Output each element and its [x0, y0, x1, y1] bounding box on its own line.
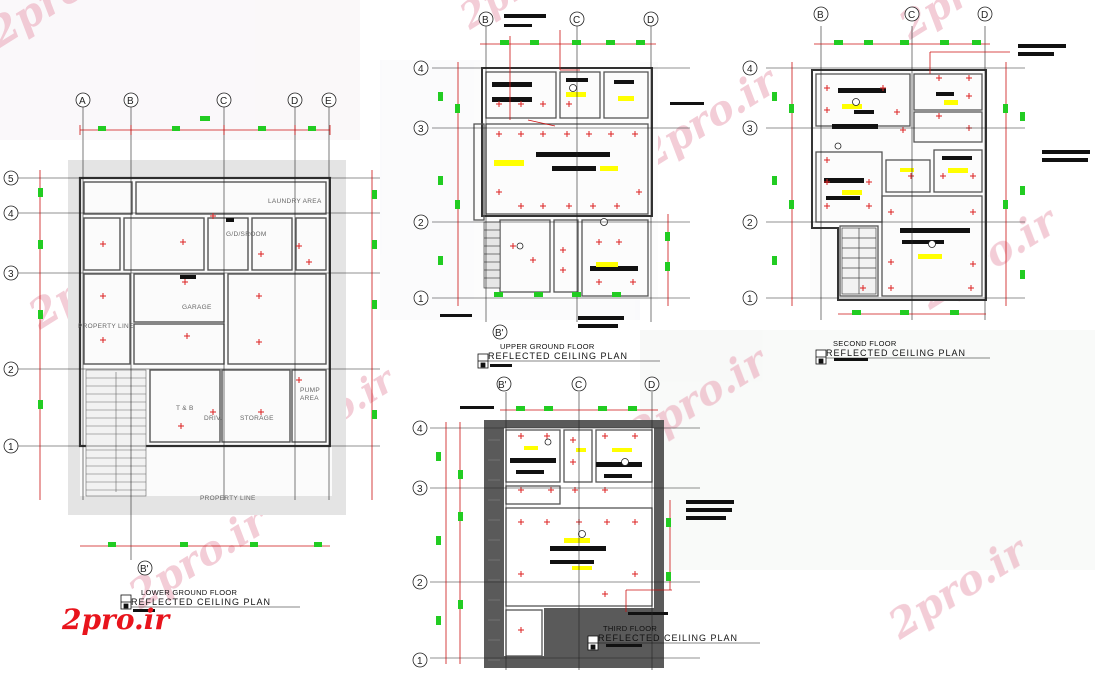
grid-bubble-row: 3 [747, 124, 753, 135]
site-logo-text: 2pro.ir [61, 603, 171, 636]
plan-title-symbol [587, 635, 599, 651]
grid-bubble-col: D [648, 380, 655, 391]
grid-bubble-col: D [981, 10, 988, 21]
grid-bubble-row: 4 [747, 64, 753, 75]
plan-title-name: REFLECTED CEILING PLAN [826, 348, 966, 358]
room-label-pump: PUMP [300, 387, 320, 394]
grid-bubble-col: E [325, 96, 332, 107]
grid-bubble-row: 2 [418, 218, 424, 229]
room-label-garage: GARAGE [182, 304, 212, 311]
grid-bubble-col: B' [495, 328, 504, 339]
grid-bubble-col: C [908, 10, 915, 21]
grid-bubble-row: 1 [418, 294, 424, 305]
grid-bubble-col: B' [498, 380, 507, 391]
grid-bubble-row: 1 [747, 294, 753, 305]
site-logo: 2pro.ir [61, 603, 171, 636]
room-label-driver: DRIV. [204, 415, 222, 422]
plan-title-floor: LOWER GROUND FLOOR [141, 588, 238, 597]
lower-ground-floor-plan: LAUNDRY AREA G/D/SROOM GARAGE STORAGE PU… [3, 92, 380, 612]
second-floor-plan: B C D 4 3 2 1 SECOND FLOOR REFLECTED CEI… [742, 6, 1090, 365]
grid-bubble-col: B' [140, 564, 149, 575]
grid-bubble-row: 4 [418, 64, 424, 75]
grid-bubble-row: 4 [417, 424, 423, 435]
plan-title-symbol [815, 349, 827, 365]
plan-title-floor: THIRD FLOOR [603, 624, 657, 633]
room-label-guestroom: G/D/SROOM [226, 231, 267, 238]
room-label-pump-area: AREA [300, 395, 319, 402]
grid-bubble-row: 1 [417, 656, 423, 667]
grid-bubble-row: 3 [417, 484, 423, 495]
grid-bubble-row: 2 [8, 365, 14, 376]
grid-bubble-col: C [573, 15, 580, 26]
plan-title-name: REFLECTED CEILING PLAN [488, 351, 628, 361]
grid-bubble-row: 3 [418, 124, 424, 135]
grid-bubble-row: 2 [747, 218, 753, 229]
stair [483, 221, 501, 289]
stair [85, 369, 147, 497]
room-label-tb: T & B [176, 405, 194, 412]
grid-bubble-row: 4 [8, 209, 14, 220]
grid-bubble-row: 1 [8, 442, 14, 453]
grid-bubble-col: D [647, 15, 654, 26]
grid-bubble-col: D [291, 96, 298, 107]
plan-title-symbol [120, 594, 132, 610]
grid-bubble-col: A [79, 96, 86, 107]
grid-bubble-col: C [575, 380, 582, 391]
plan-title-floor: UPPER GROUND FLOOR [500, 342, 595, 351]
property-line-label: PROPERTY LINE [200, 495, 256, 502]
grid-bubble-row: 3 [8, 269, 14, 280]
grid-bubble-col: B [817, 10, 824, 21]
grid-bubble-col: B [482, 15, 489, 26]
stair [841, 227, 877, 295]
plan-title-floor: SECOND FLOOR [833, 339, 897, 348]
upper-ground-floor-plan: B C D 4 3 2 1 B' UPPER GROUND FLOOR REFL… [413, 11, 704, 369]
plan-title-name: REFLECTED CEILING PLAN [131, 597, 271, 607]
room-label-storage: STORAGE [240, 415, 274, 422]
property-line-label: PROPERTY LINE [78, 323, 134, 330]
grid-bubble-row: 2 [417, 578, 423, 589]
third-floor-plan: B' C D 4 3 2 1 THIRD FLOOR REFLECTED CEI… [412, 376, 760, 670]
plan-title-symbol [477, 353, 489, 369]
grid-bubble-col: B [127, 96, 134, 107]
grid-bubble-row: 5 [8, 174, 14, 185]
plan-title-name: REFLECTED CEILING PLAN [598, 633, 738, 643]
grid-bubble-col: C [220, 96, 227, 107]
